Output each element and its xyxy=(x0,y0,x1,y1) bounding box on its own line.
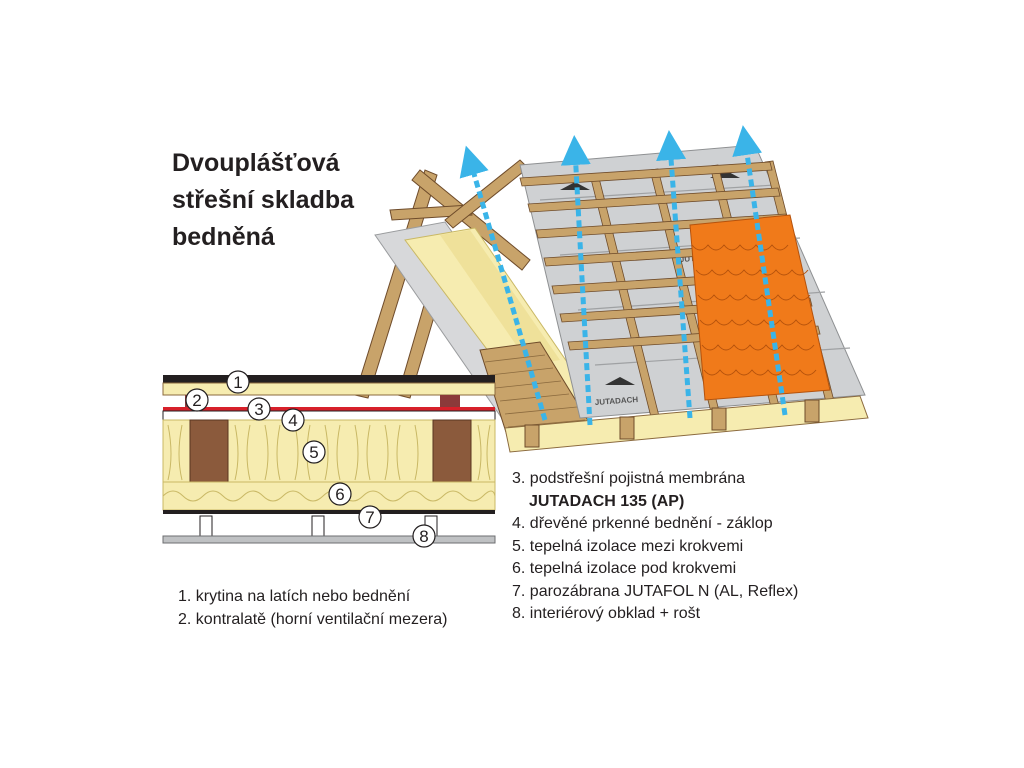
legend-item-5: 5. tepelná izolace mezi krokvemi xyxy=(512,537,744,555)
svg-text:4: 4 xyxy=(288,411,297,430)
layer-interior-lining xyxy=(162,535,496,544)
airflow-arrows xyxy=(459,125,788,426)
layer-vapour-barrier xyxy=(163,510,495,514)
callout-7: 7 xyxy=(358,505,382,529)
legend-left: 1. krytina na latích nebo bednění 2. kon… xyxy=(178,586,447,631)
rafter-ends xyxy=(524,399,820,448)
diagram-title: Dvouplášťová střešní skladba bedněná xyxy=(172,145,432,256)
callout-8: 8 xyxy=(412,524,436,548)
rafter-left xyxy=(189,419,229,483)
svg-text:1: 1 xyxy=(233,373,242,392)
callout-2: 2 xyxy=(185,388,209,412)
callout-6: 6 xyxy=(328,482,352,506)
legend-item-8: 8. interiérový obklad + rošt xyxy=(512,605,701,622)
tile-scallops xyxy=(691,244,817,376)
svg-text:8: 8 xyxy=(419,527,428,546)
legend-item-3: 3. podstřešní pojistná membrána xyxy=(512,470,746,487)
clay-tiles xyxy=(689,214,831,401)
svg-text:3: 3 xyxy=(254,400,263,419)
svg-text:5: 5 xyxy=(309,443,318,462)
legend-item-4: 4. dřevěné prkenné bednění - záklop xyxy=(512,515,773,532)
callout-4: 4 xyxy=(281,408,305,432)
callout-5: 5 xyxy=(302,440,326,464)
lining-battens xyxy=(199,515,438,537)
legend-item-7: 7. parozábrana JUTAFOL N (AL, Reflex) xyxy=(512,582,799,600)
legend-item-2: 2. kontralatě (horní ventilační mezera) xyxy=(178,610,448,628)
title-line-3: bedněná xyxy=(172,223,275,251)
svg-text:2: 2 xyxy=(192,391,201,410)
title-line-1: Dvouplášťová xyxy=(172,149,340,177)
roof-3d-view: JUTADACH JUTADACH JUTADACH JUTADACH xyxy=(354,125,869,453)
layer-sheathing xyxy=(162,410,496,421)
layer-roofing xyxy=(163,375,495,383)
callout-3: 3 xyxy=(247,397,271,421)
legend-item-3-product: JUTADACH 135 (AP) xyxy=(529,492,685,510)
title-line-2: střešní skladba xyxy=(172,186,355,214)
layer-membrane xyxy=(163,407,495,411)
counter-batten-right xyxy=(440,395,460,407)
callouts: 1 2 3 4 5 6 7 xyxy=(185,370,436,548)
svg-text:6: 6 xyxy=(335,485,344,504)
callout-1: 1 xyxy=(226,370,250,394)
svg-text:7: 7 xyxy=(365,508,374,527)
legend-item-6: 6. tepelná izolace pod krokvemi xyxy=(512,560,737,577)
legend-item-1: 1. krytina na latích nebo bednění xyxy=(178,588,411,605)
membrane-print-3: JUTADACH xyxy=(595,395,639,407)
legend-right: 3. podstřešní pojistná membrána JUTADACH… xyxy=(512,468,798,626)
rafter-right xyxy=(432,419,472,483)
cross-section: 1 2 3 4 5 6 7 xyxy=(162,370,496,548)
eave-board xyxy=(504,395,869,453)
